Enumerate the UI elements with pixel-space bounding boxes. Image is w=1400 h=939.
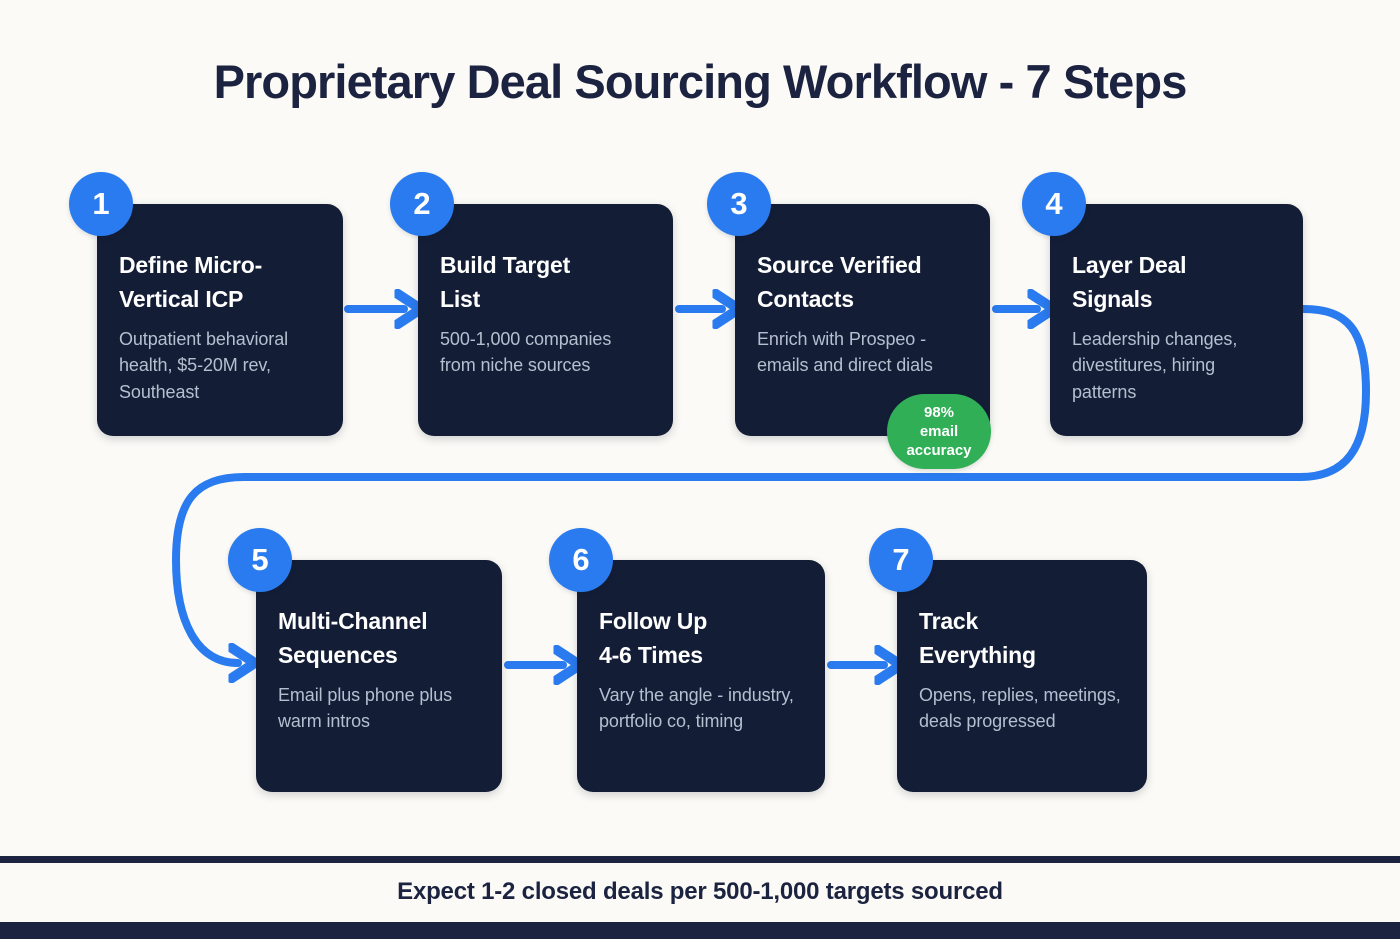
step-card-7-title: Track Everything (919, 608, 1036, 669)
step-card-7-body: Track Everything Opens, replies, meeting… (897, 560, 1147, 792)
step-number-badge-5: 5 (228, 528, 292, 592)
email-accuracy-badge: 98% email accuracy (887, 394, 991, 470)
step-card-5-title: Multi-Channel Sequences (278, 608, 428, 669)
step-number-badge-7: 7 (869, 528, 933, 592)
step-number-badge-2: 2 (390, 172, 454, 236)
step-card-6-title: Follow Up 4-6 Times (599, 608, 708, 669)
footer-divider (0, 856, 1400, 863)
step-card-3-description: Enrich with Prospeo - emails and direct … (757, 329, 933, 376)
footer-base-bar (0, 922, 1400, 939)
step-card-1-description: Outpatient behavioral health, $5-20M rev… (119, 329, 289, 402)
step-card-4-title: Layer Deal Signals (1072, 252, 1187, 313)
step-card-6-body: Follow Up 4-6 Times Vary the angle - ind… (577, 560, 825, 792)
step-number-badge-3: 3 (707, 172, 771, 236)
step-card-2-description: 500-1,000 companies from niche sources (440, 329, 612, 376)
step-card-7-description: Opens, replies, meetings, deals progress… (919, 685, 1121, 732)
step-number-badge-1: 1 (69, 172, 133, 236)
step-card-6-description: Vary the angle - industry, portfolio co,… (599, 685, 794, 732)
step-card-2-body: Build Target List 500-1,000 companies fr… (418, 204, 673, 436)
footer-band (0, 863, 1400, 922)
step-card-5-description: Email plus phone plus warm intros (278, 685, 453, 732)
page-title: Proprietary Deal Sourcing Workflow - 7 S… (213, 55, 1188, 108)
step-card-4-body: Layer Deal Signals Leadership changes, d… (1050, 204, 1303, 436)
step-card-5-body: Multi-Channel Sequences Email plus phone… (256, 560, 502, 792)
step-card-3-title: Source Verified Contacts (757, 252, 922, 313)
footer-summary-text: Expect 1-2 closed deals per 500-1,000 ta… (397, 878, 1003, 905)
step-card-2-title: Build Target List (440, 252, 571, 313)
step-card-1-title: Define Micro- Vertical ICP (119, 252, 263, 313)
step-card-1-body: Define Micro- Vertical ICP Outpatient be… (97, 204, 343, 436)
step-number-badge-4: 4 (1022, 172, 1086, 236)
step-card-4-description: Leadership changes, divestitures, hiring… (1072, 329, 1238, 402)
step-number-badge-6: 6 (549, 528, 613, 592)
